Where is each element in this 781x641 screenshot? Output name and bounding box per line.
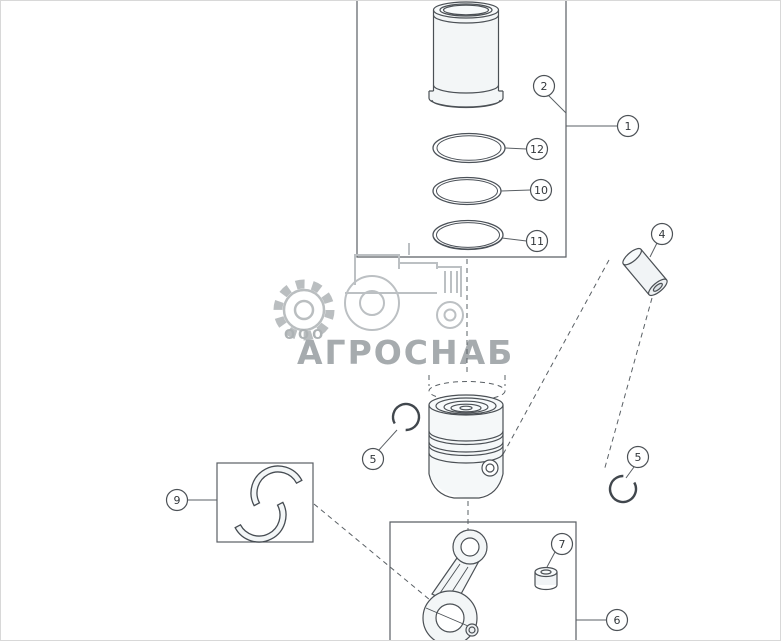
callout-12-label: 12	[530, 143, 544, 156]
callout-7: 7	[550, 532, 574, 556]
callout-1: 1	[616, 114, 640, 138]
callout-5-right-label: 5	[635, 451, 642, 464]
callout-2-label: 2	[541, 80, 548, 93]
piston-ring-oil	[432, 219, 504, 251]
piston-ring-middle	[432, 176, 502, 206]
watermark-ooo: ООО	[284, 328, 326, 343]
rod-nut	[534, 566, 558, 591]
callout-7-label: 7	[559, 538, 566, 551]
callout-11-label: 11	[530, 235, 544, 248]
cylinder-liner	[428, 1, 504, 109]
callout-5-right: 5	[626, 445, 650, 469]
connecting-rod	[422, 529, 488, 640]
callout-10-label: 10	[534, 184, 548, 197]
callout-4-label: 4	[659, 228, 666, 241]
bearing-shells	[234, 465, 303, 543]
circlip-right	[608, 474, 638, 504]
watermark-brand: АГРОСНАБ	[297, 333, 514, 372]
callout-11: 11	[525, 229, 549, 253]
tractor-icon	[344, 243, 464, 331]
callout-9-label: 9	[174, 494, 181, 507]
piston-pin	[622, 247, 668, 297]
callout-10: 10	[529, 178, 553, 202]
leader-lines	[187, 95, 658, 621]
circlip-left	[391, 402, 421, 432]
callout-6: 6	[605, 608, 629, 632]
callout-5-left: 5	[361, 447, 385, 471]
callout-4: 4	[650, 222, 674, 246]
gear-icon	[273, 279, 335, 341]
callout-6-label: 6	[614, 614, 621, 627]
ring-kit-box	[356, 1, 567, 258]
callout-2: 2	[532, 74, 556, 98]
rod-box	[389, 521, 577, 640]
callout-12: 12	[525, 137, 549, 161]
callout-9: 9	[165, 488, 189, 512]
callout-1-label: 1	[625, 120, 632, 133]
callout-5-left-label: 5	[370, 453, 377, 466]
piston	[428, 394, 504, 499]
piston-ring-top	[432, 132, 506, 164]
watermark: ООО АГРОСНАБ	[273, 243, 514, 372]
